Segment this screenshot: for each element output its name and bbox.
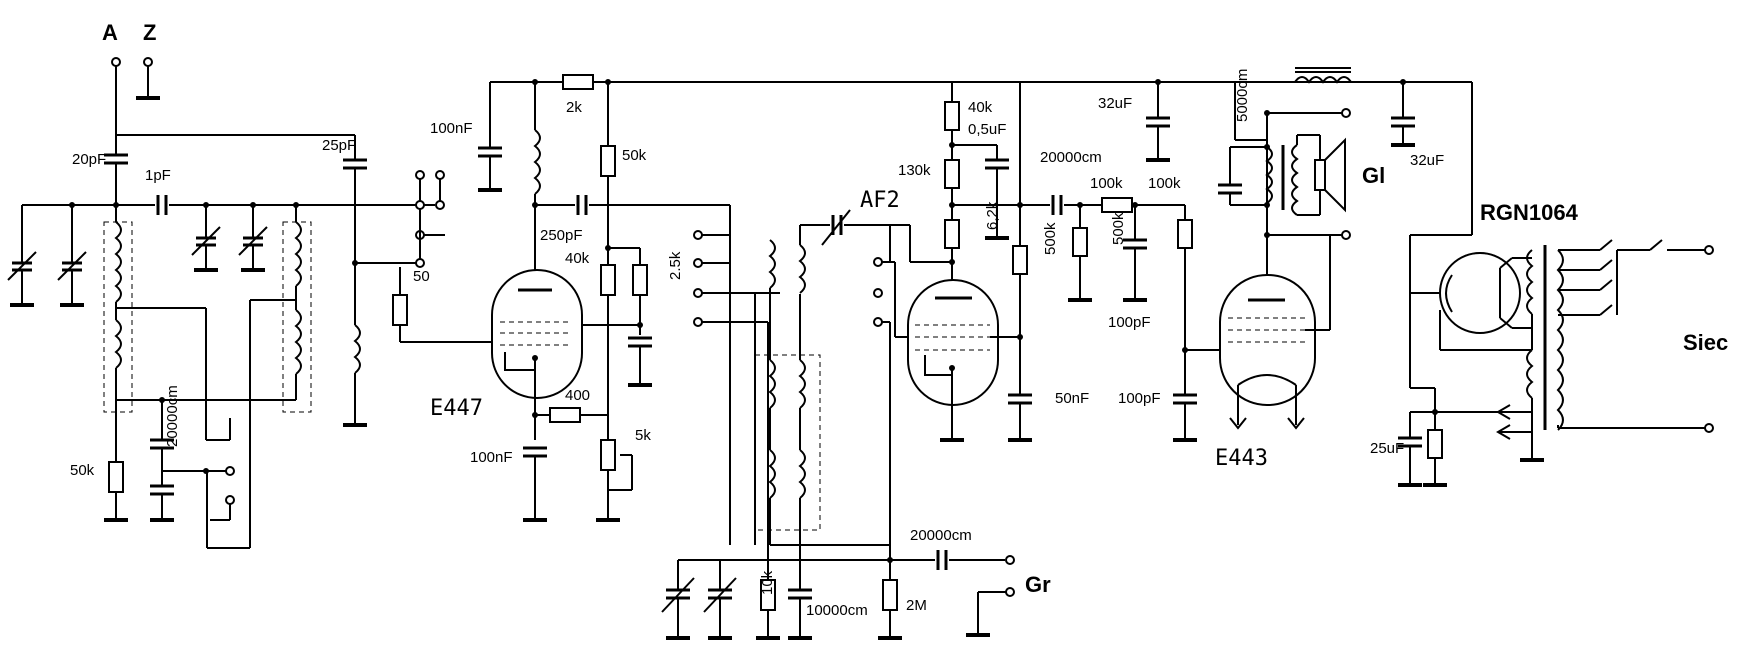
c-5000-label: 5000cm — [1234, 69, 1251, 122]
rectifier-stage: RGN1064 Siec — [1370, 200, 1728, 487]
r-40k-mid-label: 40k — [565, 250, 590, 267]
r-100k-a-label: 100k — [1090, 175, 1123, 192]
r-100k-b-label: 100k — [1148, 175, 1181, 192]
c-0-5-label: 0,5uF — [968, 121, 1006, 138]
r-2m-label: 2M — [906, 597, 927, 614]
rgn1064-tube — [1439, 252, 1521, 334]
c-20000-gr-label: 20000cm — [910, 527, 972, 544]
antenna-label: A — [102, 20, 118, 45]
ground-terminal[interactable] — [143, 57, 153, 67]
antenna-input: A Z 20pF 1pF — [7, 20, 435, 549]
c-10000-label: 10000cm — [806, 602, 868, 619]
af2-label: AF2 — [860, 188, 900, 213]
c-32-a-label: 32uF — [1098, 95, 1132, 112]
r-6-2k-label: 6,2k — [984, 201, 1001, 230]
c-25-label: 25pF — [322, 137, 356, 154]
c-100nf-bot-label: 100nF — [470, 449, 513, 466]
mains-label: Siec — [1683, 330, 1728, 355]
c-50nf-label: 50nF — [1055, 390, 1089, 407]
c-20000-coup-label: 20000cm — [1040, 149, 1102, 166]
c-250-label: 250pF — [540, 227, 583, 244]
e447-tube — [491, 269, 583, 399]
e443-label: E443 — [1215, 446, 1268, 471]
c-ant-label: 20pF — [72, 151, 106, 168]
antenna-terminal[interactable] — [111, 57, 121, 67]
e443-tube — [1219, 274, 1316, 406]
c-100pf-b-label: 100pF — [1118, 390, 1161, 407]
c-couple-label: 1pF — [145, 167, 171, 184]
rgn1064-label: RGN1064 — [1480, 200, 1579, 225]
r-10k-label: 10k — [759, 570, 776, 595]
r-grid-label: 50 — [413, 268, 430, 285]
c-25uf-label: 25uF — [1370, 440, 1404, 457]
ground-label: Z — [143, 20, 156, 45]
pickup-label: Gr — [1025, 572, 1051, 597]
c-100nf-top-label: 100nF — [430, 120, 473, 137]
r-400-label: 400 — [565, 387, 590, 404]
r-40k-top-label: 40k — [968, 99, 993, 116]
c-100pf-a-label: 100pF — [1108, 314, 1151, 331]
r-500k-b-label: 500k — [1110, 212, 1127, 245]
c-20000-left-label: 20000cm — [164, 385, 181, 447]
e443-stage: 32uF 100pF E443 — [1098, 67, 1473, 471]
r-130k-label: 130k — [898, 162, 931, 179]
r-2k-label: 2k — [566, 99, 582, 116]
r-50k-mid-label: 50k — [622, 147, 647, 164]
speaker-icon — [1314, 159, 1326, 191]
af2-stage: AF2 20000cm Gr — [661, 82, 1193, 640]
r-2-5k-label: 2.5k — [667, 251, 684, 280]
speaker-label: Gl — [1362, 163, 1385, 188]
r-500k-a-label: 500k — [1042, 222, 1059, 255]
c-32-b-label: 32uF — [1410, 152, 1444, 169]
e447-label: E447 — [430, 396, 483, 421]
r-50k-left-label: 50k — [70, 462, 95, 479]
pot-5k-label: 5k — [635, 427, 651, 444]
